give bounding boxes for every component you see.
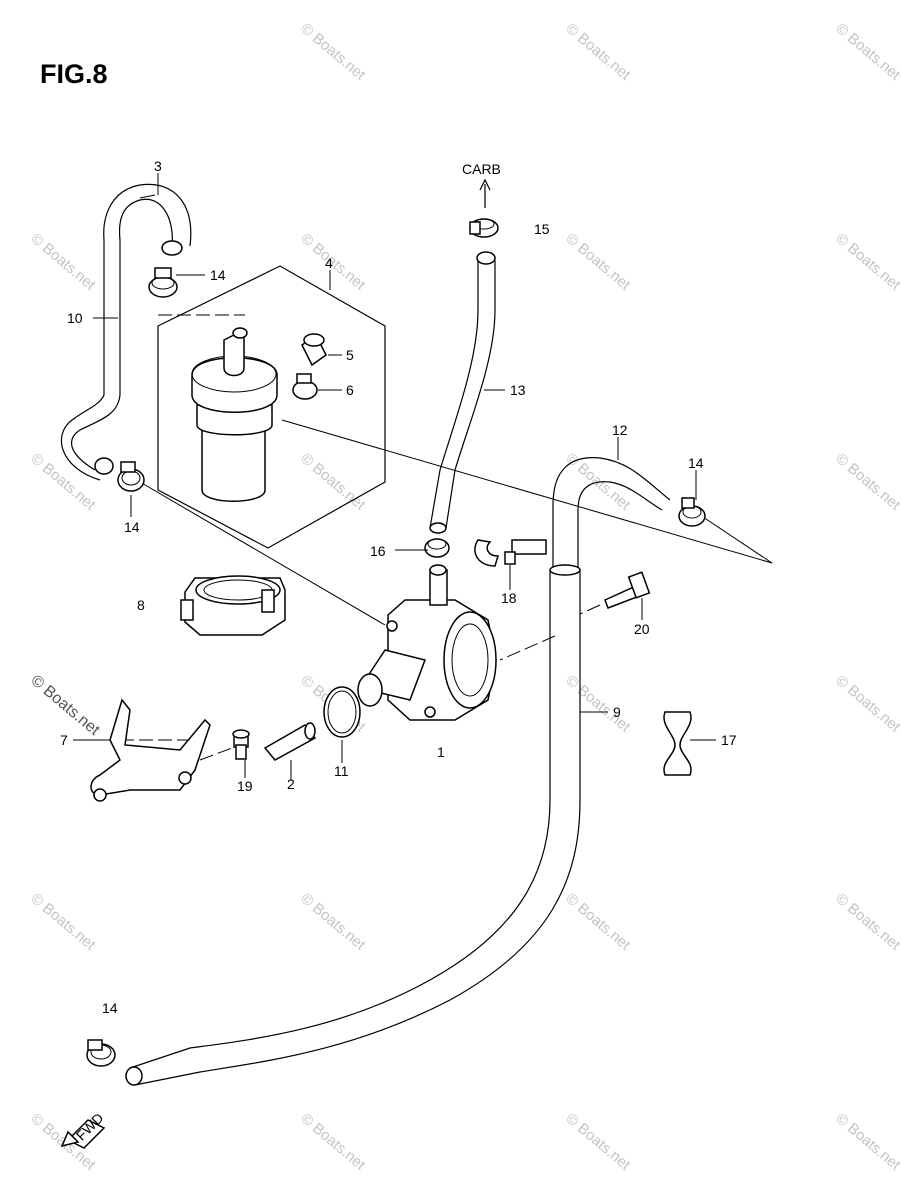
ref-line — [139, 481, 386, 626]
bracket-part-8 — [180, 575, 286, 636]
clamp-part-14-upper — [148, 267, 178, 298]
callout-2: 2 — [287, 776, 295, 792]
watermark: © Boats.net — [832, 890, 901, 954]
callout-14: 14 — [102, 1000, 118, 1016]
watermark: © Boats.net — [27, 672, 103, 739]
watermark: © Boats.net — [297, 230, 369, 294]
fuel-filter-part-4 — [191, 327, 278, 502]
callout-8: 8 — [137, 597, 145, 613]
callout-4: 4 — [325, 255, 333, 271]
callout-19: 19 — [237, 778, 253, 794]
watermark: © Boats.net — [832, 450, 901, 514]
callout-5: 5 — [346, 347, 354, 363]
clamp-part-14-lower — [86, 1039, 116, 1067]
watermark: © Boats.net — [562, 20, 634, 84]
clamp-part-15 — [469, 218, 499, 238]
carb-label: CARB — [462, 161, 501, 177]
callout-7: 7 — [60, 732, 68, 748]
callout-13: 13 — [510, 382, 526, 398]
callout-3: 3 — [154, 158, 162, 174]
fwd-arrow-icon: FWD — [60, 1110, 107, 1149]
callout-11: 11 — [334, 763, 349, 779]
watermark: © Boats.net — [27, 890, 99, 954]
watermark: © Boats.net — [832, 672, 901, 736]
filter-kit-outline — [157, 265, 386, 549]
clip-part-17 — [663, 711, 692, 776]
hose-part-13 — [429, 251, 496, 534]
watermark: © Boats.net — [562, 230, 634, 294]
carb-indicator: CARB — [462, 161, 501, 208]
clamp-part-14-left — [117, 461, 145, 492]
clamp-part-14-right — [678, 497, 706, 527]
watermark: © Boats.net — [832, 20, 901, 84]
watermark: © Boats.net — [832, 1110, 901, 1174]
hose-part-3-10 — [60, 183, 192, 481]
bolt-part-19 — [232, 729, 250, 760]
callout-14: 14 — [124, 519, 140, 535]
ref-line — [699, 514, 773, 564]
watermark: © Boats.net — [832, 230, 901, 294]
watermark: © Boats.net — [297, 20, 369, 84]
reference-lines — [120, 314, 773, 761]
carb-arrow-head — [479, 178, 491, 191]
callout-20: 20 — [634, 621, 650, 637]
ref-line — [281, 419, 773, 564]
watermark: © Boats.net — [562, 1110, 634, 1174]
bracket-part-7 — [90, 698, 211, 802]
ref-line — [499, 635, 556, 661]
clamp-part-16 — [424, 538, 450, 558]
figure-title: FIG.8 — [40, 59, 108, 89]
callout-14: 14 — [210, 267, 226, 283]
watermark: © Boats.net — [562, 890, 634, 954]
hose-part-5 — [301, 333, 327, 367]
watermark: © Boats.net — [297, 450, 369, 514]
callout-14: 14 — [688, 455, 704, 471]
hose-part-9 — [125, 564, 581, 1086]
callout-1: 1 — [437, 744, 445, 760]
watermark: © Boats.net — [562, 672, 634, 736]
watermark: © Boats.net — [297, 1110, 369, 1174]
callout-17: 17 — [721, 732, 737, 748]
callout-16: 16 — [370, 543, 386, 559]
callout-15: 15 — [534, 221, 550, 237]
bolt-part-20 — [604, 571, 651, 609]
watermark: © Boats.net — [27, 450, 99, 514]
oring-part-11 — [323, 686, 361, 738]
ref-line — [579, 604, 601, 615]
callout-6: 6 — [346, 382, 354, 398]
fuel-pump-part-1 — [357, 564, 497, 721]
callout-18: 18 — [501, 590, 517, 606]
leader-lines — [73, 173, 716, 780]
callout-10: 10 — [67, 310, 83, 326]
callout-12: 12 — [612, 422, 628, 438]
clamp-part-6 — [292, 373, 318, 400]
callouts: 1 2 3 4 5 6 7 8 9 10 11 12 13 14 14 14 1… — [60, 158, 737, 1016]
ref-line — [199, 744, 241, 761]
clip-part-18 — [474, 539, 547, 567]
watermark: © Boats.net — [27, 230, 99, 294]
callout-9: 9 — [613, 704, 621, 720]
pin-part-2 — [263, 722, 317, 761]
hose-part-12 — [552, 457, 671, 570]
watermark: © Boats.net — [297, 890, 369, 954]
